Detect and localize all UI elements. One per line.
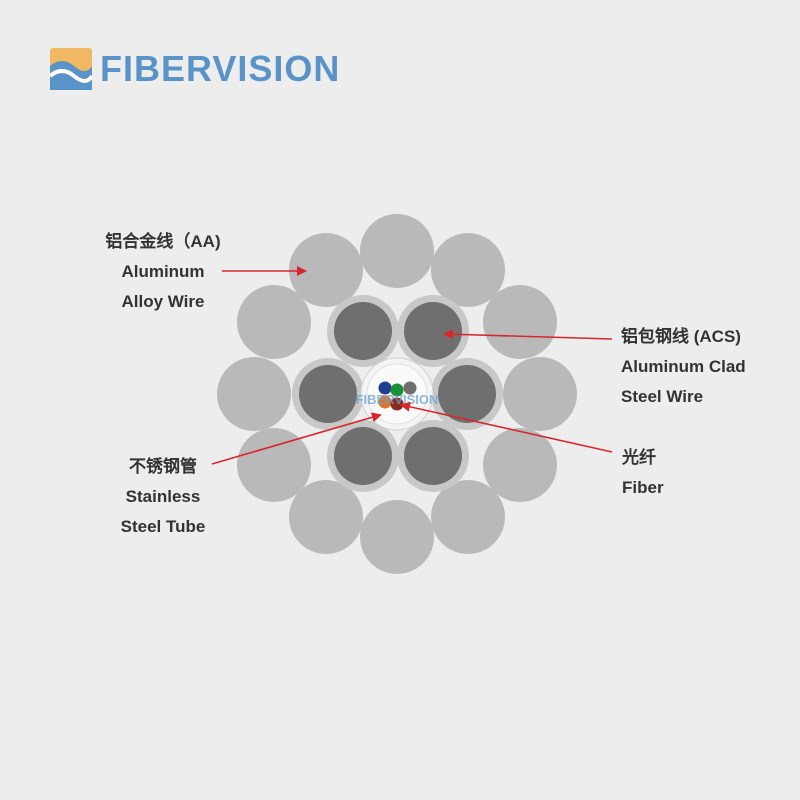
label-fiber-en1: Fiber	[622, 478, 664, 497]
aa-wire	[289, 480, 363, 554]
label-acs-en2: Steel Wire	[621, 387, 704, 406]
aa-wire	[360, 214, 434, 288]
label-acs-en1: Aluminum Clad	[621, 357, 746, 376]
aa-wire	[431, 233, 505, 307]
label-fiber: 光纤 Fiber	[622, 443, 664, 503]
fiber	[403, 381, 417, 395]
label-stainless-steel-tube: 不锈钢管 Stainless Steel Tube	[108, 452, 218, 542]
label-fiber-zh: 光纤	[622, 448, 656, 467]
label-tube-zh: 不锈钢管	[129, 457, 197, 476]
fiber	[378, 395, 392, 409]
acs-wire	[397, 295, 469, 367]
arrow-acs	[443, 329, 613, 340]
acs-wire	[397, 420, 469, 492]
acs-wire-layer	[292, 295, 503, 492]
arrow-tube	[211, 412, 382, 465]
acs-wire	[327, 420, 399, 492]
label-tube-en2: Steel Tube	[120, 517, 206, 536]
label-aluminum-alloy-wire: 铝合金线（AA) Aluminum Alloy Wire	[88, 227, 238, 317]
aa-wire	[217, 357, 291, 431]
fiber	[390, 383, 404, 397]
aa-wire	[237, 285, 311, 359]
fiber	[378, 381, 392, 395]
label-tube-en1: Stainless	[125, 487, 201, 506]
aa-wire	[483, 285, 557, 359]
center-watermark: FIBERVISION	[356, 392, 439, 407]
brand-logo: FIBERVISION	[50, 48, 340, 90]
label-acs-zh: 铝包钢线 (ACS)	[621, 327, 741, 346]
fibervision-logo-icon	[50, 48, 92, 90]
label-aa-en2: Alloy Wire	[121, 292, 205, 311]
aa-wire	[289, 233, 363, 307]
callout-arrows	[211, 266, 613, 465]
label-aluminum-clad-steel-wire: 铝包钢线 (ACS) Aluminum Clad Steel Wire	[621, 322, 746, 412]
label-aa-zh: 铝合金线（AA)	[105, 232, 221, 251]
acs-wire	[431, 358, 503, 430]
aa-wire	[360, 500, 434, 574]
label-aa-en1: Aluminum	[121, 262, 205, 281]
acs-wire	[327, 295, 399, 367]
arrow-fiber	[400, 401, 613, 453]
aa-wire	[237, 428, 311, 502]
brand-name: FIBERVISION	[100, 48, 341, 89]
aa-wire	[431, 480, 505, 554]
acs-wire	[292, 358, 364, 430]
aa-wire-layer	[217, 214, 577, 574]
aa-wire	[483, 428, 557, 502]
aa-wire	[503, 357, 577, 431]
